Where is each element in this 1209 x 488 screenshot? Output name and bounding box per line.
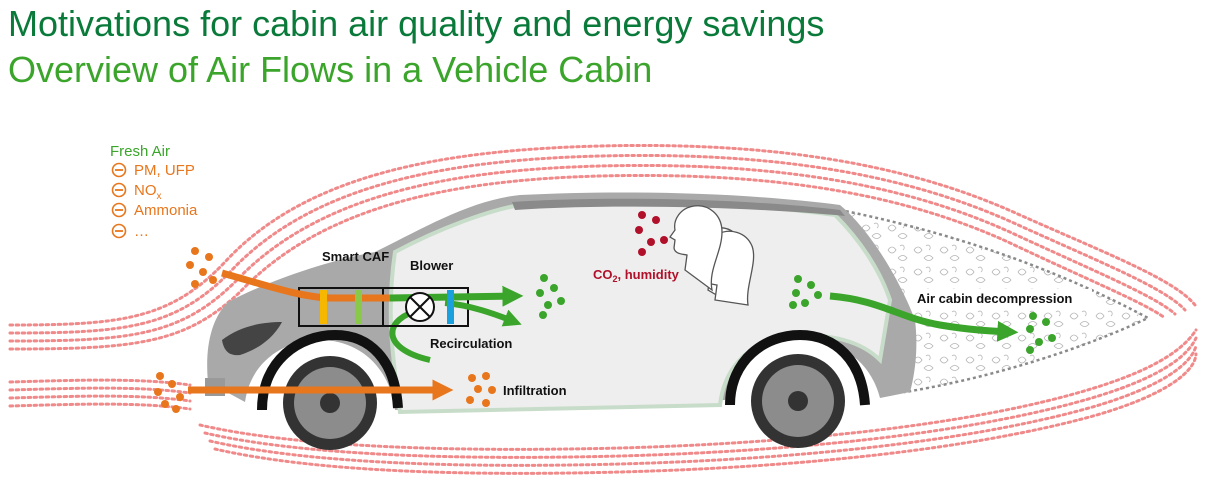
legend-heading: Fresh Air	[110, 143, 170, 160]
filter-layers	[320, 290, 454, 324]
minus-circle-icon	[111, 182, 127, 198]
pollutant-particles-inside	[466, 372, 496, 407]
minus-circle-icon	[111, 202, 127, 218]
minus-circle-icon	[111, 162, 127, 178]
co2-particles	[635, 211, 668, 256]
pollutant-particles-infiltration-source	[154, 372, 184, 413]
page-title: Motivations for cabin air quality and en…	[8, 3, 825, 44]
clean-air-particles-cabin	[536, 274, 565, 319]
minus-circle-icon	[111, 223, 127, 239]
air-stream-lines	[8, 143, 1198, 475]
fresh-air-legend: Fresh Air PM, UFP NOx Ammonia …	[110, 143, 198, 240]
clean-air-particles-exhaust	[1026, 312, 1056, 354]
recirculation-label: Recirculation	[430, 336, 512, 351]
legend-item-nox: NOx	[134, 182, 162, 202]
infiltration-label: Infiltration	[503, 383, 567, 398]
decompression-label-bg	[912, 289, 1092, 308]
decompression-label: Air cabin decompression	[917, 291, 1072, 306]
smart-caf-label: Smart CAF	[322, 249, 389, 264]
passenger-heads	[669, 205, 755, 306]
rear-wheel	[725, 329, 870, 448]
page-subtitle: Overview of Air Flows in a Vehicle Cabin	[8, 49, 653, 90]
front-wheel	[257, 329, 403, 450]
blower-icon	[405, 292, 435, 322]
legend-item-ammonia: Ammonia	[134, 202, 198, 219]
legend-item-pm-ufp: PM, UFP	[134, 162, 195, 179]
blower-label: Blower	[410, 258, 453, 273]
co2-humidity-label: CO2, humidity	[593, 267, 680, 284]
fresh-air-stream	[221, 269, 395, 302]
pollutant-particles-intake	[186, 247, 217, 288]
clean-air-particles-rear	[789, 275, 822, 309]
decompression-arrow	[829, 292, 1019, 342]
legend-item-more: …	[134, 223, 149, 240]
